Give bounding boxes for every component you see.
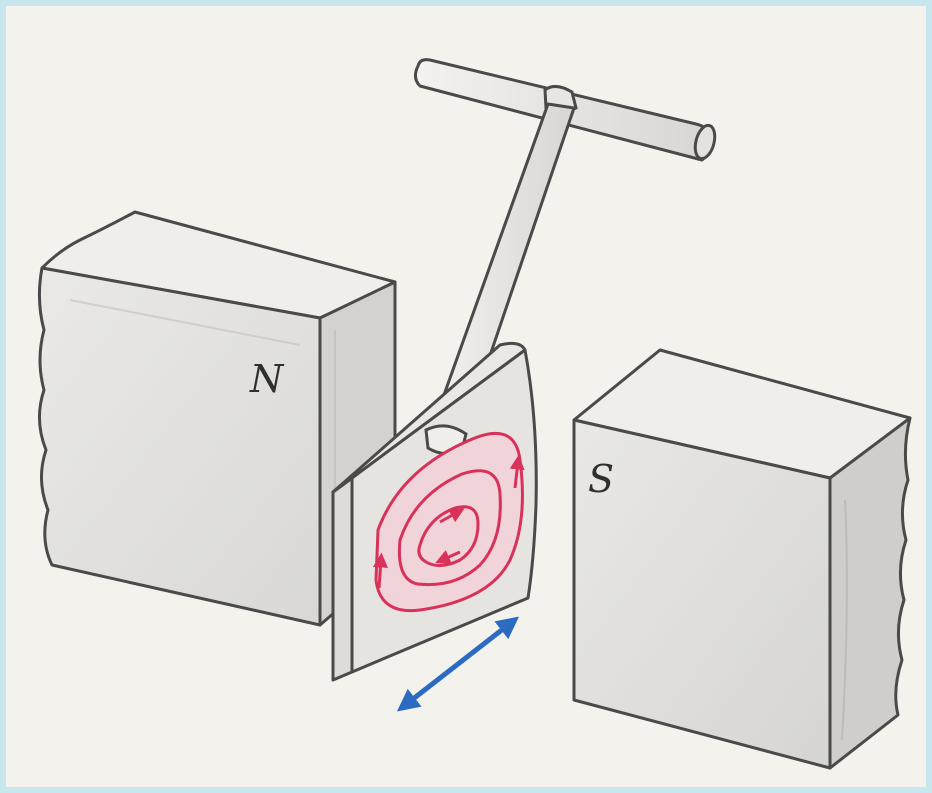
south-pole-label: S [588,457,614,501]
south-magnet [574,350,910,768]
south-magnet-side [830,418,910,768]
eddy-arrow-left [379,560,381,588]
north-pole-label: N [249,357,285,401]
plate-side [333,478,352,680]
